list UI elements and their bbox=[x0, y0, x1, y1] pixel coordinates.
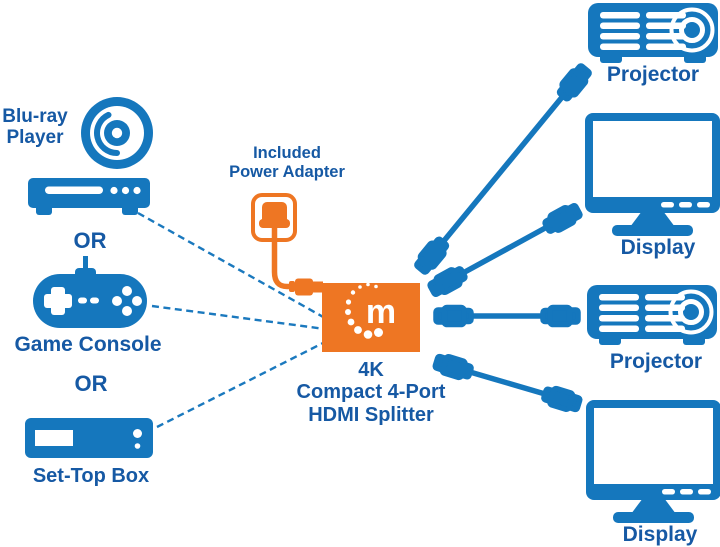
label-power-line1: Included bbox=[253, 144, 321, 162]
settop-box-icon bbox=[25, 418, 153, 458]
game-console-icon bbox=[33, 256, 147, 328]
display-icon bbox=[586, 400, 720, 523]
hdmi-cable-icon bbox=[428, 203, 582, 297]
hdmi-cable-icon bbox=[434, 354, 581, 413]
dashed-connector-line bbox=[156, 340, 326, 429]
label-or-2: OR bbox=[74, 371, 108, 396]
logo-letter: m bbox=[366, 293, 396, 331]
hdmi-cable-icon bbox=[436, 308, 578, 325]
label-settop-box: Set-Top Box bbox=[32, 465, 150, 487]
label-projector-1: Projector bbox=[606, 63, 700, 86]
dashed-connector-lines bbox=[137, 211, 326, 429]
manhattan-logo-icon: m bbox=[345, 282, 396, 339]
label-splitter: 4K Compact 4-Port HDMI Splitter bbox=[286, 359, 456, 426]
power-adapter-icon bbox=[251, 193, 323, 296]
label-power-adapter: Included Power Adapter bbox=[217, 144, 357, 181]
projector-icon bbox=[587, 285, 717, 345]
label-splitter-line2: Compact 4-Port bbox=[296, 381, 446, 404]
bluray-disc-icon bbox=[81, 97, 153, 169]
hdmi-cable-icon bbox=[414, 64, 592, 275]
label-display-1: Display bbox=[620, 236, 696, 259]
label-splitter-line1: 4K bbox=[358, 359, 384, 381]
label-display-2: Display bbox=[622, 523, 698, 546]
splitter-box: m bbox=[322, 282, 420, 352]
label-power-line2: Power Adapter bbox=[229, 162, 345, 181]
label-projector-2: Projector bbox=[609, 350, 703, 373]
display-icon bbox=[585, 113, 720, 236]
bluray-player-icon bbox=[28, 178, 150, 215]
dashed-connector-line bbox=[137, 211, 326, 320]
label-or-1: OR bbox=[73, 228, 107, 253]
label-bluray-player: Blu-ray Player bbox=[2, 106, 68, 149]
hdmi-cables bbox=[414, 64, 592, 413]
projector-icon bbox=[588, 3, 718, 63]
label-game-console: Game Console bbox=[14, 333, 162, 356]
label-splitter-line3: HDMI Splitter bbox=[308, 403, 434, 426]
dashed-connector-line bbox=[151, 304, 326, 331]
